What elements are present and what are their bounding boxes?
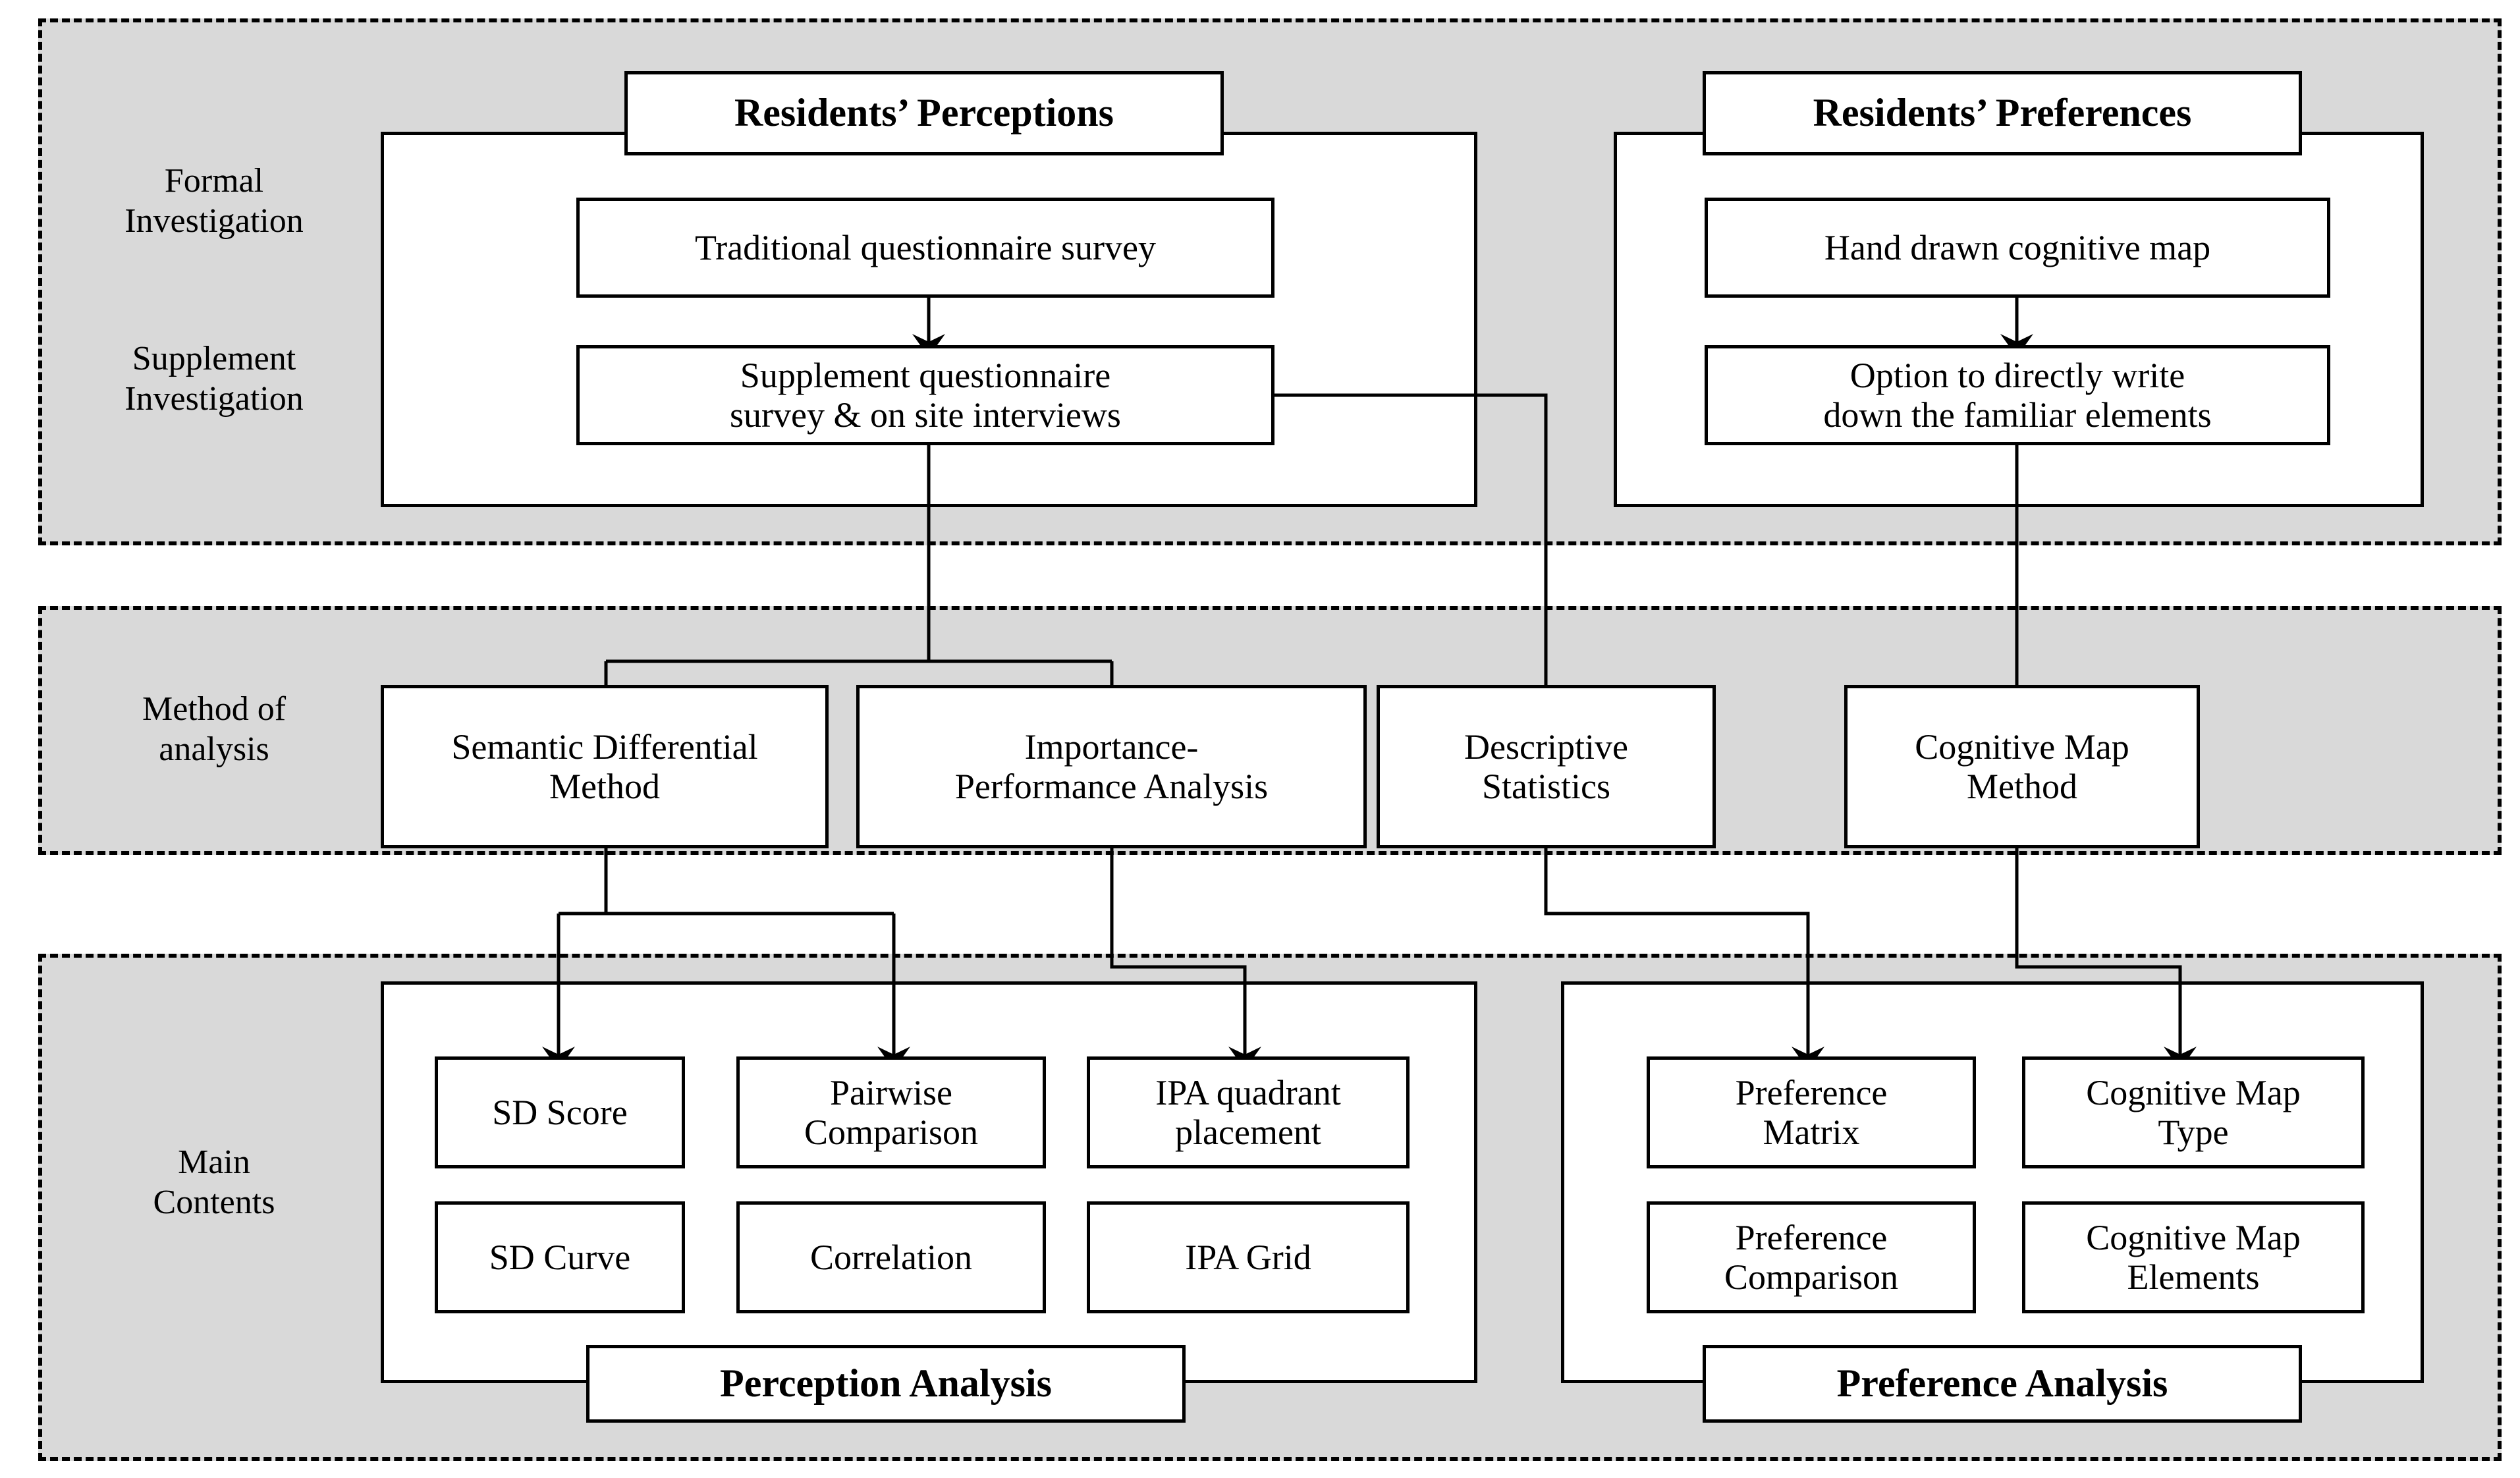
group-footer-perception-analysis: Perception Analysis bbox=[586, 1345, 1186, 1423]
box-preference-matrix-text: Preference Matrix bbox=[1735, 1072, 1888, 1152]
box-cognitive-map-elements-text: Cognitive Map Elements bbox=[2086, 1217, 2301, 1297]
row-label-formal-investigation: Formal Investigation bbox=[59, 158, 369, 244]
box-ipa-quadrant-placement-text: IPA quadrant placement bbox=[1155, 1072, 1341, 1152]
box-preference-comparison-text: Preference Comparison bbox=[1724, 1217, 1898, 1297]
box-correlation[interactable]: Correlation bbox=[736, 1201, 1046, 1313]
group-header-residents-preferences: Residents’ Preferences bbox=[1703, 71, 2302, 155]
box-cognitive-map-method[interactable]: Cognitive Map Method bbox=[1844, 685, 2200, 848]
row-label-supplement-investigation-text: Supplement Investigation bbox=[124, 339, 304, 418]
box-preference-comparison[interactable]: Preference Comparison bbox=[1647, 1201, 1976, 1313]
box-option-write-familiar-elements-text: Option to directly write down the famili… bbox=[1823, 355, 2212, 435]
box-ipa-grid-text: IPA Grid bbox=[1185, 1237, 1311, 1277]
row-label-method-of-analysis: Method of analysis bbox=[59, 686, 369, 772]
box-sd-score-text: SD Score bbox=[492, 1092, 628, 1132]
group-header-residents-perceptions-text: Residents’ Perceptions bbox=[734, 91, 1114, 135]
box-ipa-grid[interactable]: IPA Grid bbox=[1087, 1201, 1410, 1313]
box-hand-drawn-cognitive-map[interactable]: Hand drawn cognitive map bbox=[1705, 198, 2330, 298]
row-label-main-contents: Main Contents bbox=[59, 1139, 369, 1225]
box-pairwise-comparison[interactable]: Pairwise Comparison bbox=[736, 1056, 1046, 1168]
box-pairwise-comparison-text: Pairwise Comparison bbox=[804, 1072, 978, 1152]
group-header-residents-perceptions: Residents’ Perceptions bbox=[624, 71, 1224, 155]
box-importance-performance-analysis-text: Importance- Performance Analysis bbox=[954, 726, 1269, 806]
box-sd-score[interactable]: SD Score bbox=[435, 1056, 685, 1168]
row-label-main-contents-text: Main Contents bbox=[153, 1143, 275, 1221]
group-footer-preference-analysis-text: Preference Analysis bbox=[1836, 1361, 2168, 1406]
box-option-write-familiar-elements[interactable]: Option to directly write down the famili… bbox=[1705, 345, 2330, 445]
box-cognitive-map-method-text: Cognitive Map Method bbox=[1915, 726, 2129, 806]
box-semantic-differential-method-text: Semantic Differential Method bbox=[451, 726, 758, 806]
connector-cogmap-to-cogmap-type bbox=[2015, 848, 2182, 1054]
box-descriptive-statistics-text: Descriptive Statistics bbox=[1464, 726, 1628, 806]
connector-supplement-to-descriptive bbox=[1273, 393, 1548, 728]
box-cognitive-map-type[interactable]: Cognitive Map Type bbox=[2022, 1056, 2365, 1168]
row-label-method-of-analysis-text: Method of analysis bbox=[142, 690, 287, 768]
box-preference-matrix[interactable]: Preference Matrix bbox=[1647, 1056, 1976, 1168]
box-sd-curve-text: SD Curve bbox=[489, 1237, 631, 1277]
box-correlation-text: Correlation bbox=[810, 1237, 972, 1277]
box-supplement-questionnaire-survey[interactable]: Supplement questionnaire survey & on sit… bbox=[576, 345, 1274, 445]
connector-supplement-split bbox=[604, 445, 1114, 711]
connector-sdmethod-split bbox=[557, 848, 896, 1054]
box-traditional-questionnaire-survey[interactable]: Traditional questionnaire survey bbox=[576, 198, 1274, 298]
group-footer-preference-analysis: Preference Analysis bbox=[1703, 1345, 2302, 1423]
box-descriptive-statistics[interactable]: Descriptive Statistics bbox=[1377, 685, 1716, 848]
connector-descriptive-to-preference-matrix bbox=[1544, 848, 1810, 1054]
row-label-formal-investigation-text: Formal Investigation bbox=[124, 161, 304, 240]
group-header-residents-preferences-text: Residents’ Preferences bbox=[1813, 91, 2192, 135]
box-cognitive-map-type-text: Cognitive Map Type bbox=[2086, 1072, 2301, 1152]
box-cognitive-map-elements[interactable]: Cognitive Map Elements bbox=[2022, 1201, 2365, 1313]
box-semantic-differential-method[interactable]: Semantic Differential Method bbox=[381, 685, 829, 848]
group-frame-preference-analysis bbox=[1561, 981, 2424, 1383]
box-sd-curve[interactable]: SD Curve bbox=[435, 1201, 685, 1313]
box-traditional-questionnaire-survey-text: Traditional questionnaire survey bbox=[695, 227, 1156, 267]
box-ipa-quadrant-placement[interactable]: IPA quadrant placement bbox=[1087, 1056, 1410, 1168]
box-supplement-questionnaire-survey-text: Supplement questionnaire survey & on sit… bbox=[730, 355, 1121, 435]
box-hand-drawn-cognitive-map-text: Hand drawn cognitive map bbox=[1824, 227, 2211, 267]
box-importance-performance-analysis[interactable]: Importance- Performance Analysis bbox=[856, 685, 1367, 848]
connector-ipa-to-quadrant bbox=[1110, 848, 1247, 1054]
row-label-supplement-investigation: Supplement Investigation bbox=[59, 336, 369, 422]
group-footer-perception-analysis-text: Perception Analysis bbox=[720, 1361, 1052, 1406]
